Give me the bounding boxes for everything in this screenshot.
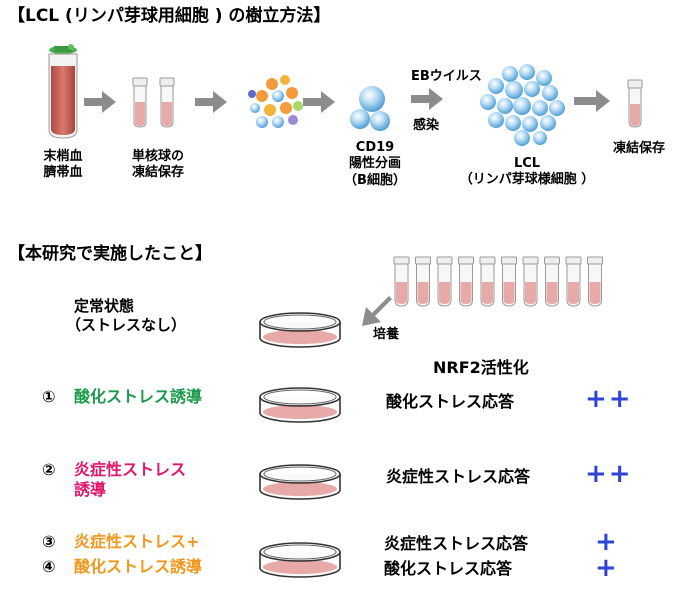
sample-vial-icon [393,256,410,307]
condition-label-1: 酸化ストレス誘導 [74,387,203,406]
response-label-3: 炎症性ストレス応答 [384,534,529,553]
virus-label: EBウイルス [411,69,482,84]
pipeline-arrow-3 [303,91,335,113]
sample-vial-icon [501,256,517,307]
nrf2-score-1: ++ [585,384,633,414]
condition-number-4: ④ [42,557,56,576]
condition-label-2: 炎症性ストレス誘導 [74,460,187,499]
steady-state-label: 定常状態 （ストレスなし） [66,297,187,334]
pipeline-arrow-2 [195,91,227,113]
petri-dish-icon [259,312,341,348]
pipeline-arrow-1 [84,91,116,113]
nrf2-score-2: ++ [585,459,633,489]
condition-number-3: ③ [42,532,56,551]
mixed-cells-icon [248,75,303,128]
sample-vial-icon [522,256,539,307]
petri-dish-icon [259,542,341,578]
response-label-4: 酸化ストレス応答 [384,559,513,578]
nrf2-score-3: + [595,527,619,557]
petri-dish-icon [259,387,341,423]
sample-vial-icon [479,256,496,307]
sample-vial-icon [587,256,603,307]
condition-number-1: ① [42,387,56,406]
response-label-2: 炎症性ストレス応答 [386,467,531,486]
vial-row-icon [393,256,603,307]
pipeline-arrow-4 [411,88,443,110]
pbmc-label: 単核球の凍結保存 [131,149,184,181]
condition-label-3: 炎症性ストレス+ [74,532,200,551]
culture-arrow [362,296,392,326]
nrf2-score-4: + [595,553,619,583]
lcl-label: LCL（リンパ芽球様細胞 ） [459,156,595,188]
sample-vial-icon [436,256,453,307]
sample-vial-icon [544,256,560,307]
sample-vial-icon [458,256,474,307]
pipeline-arrow-5 [574,90,610,112]
sample-vial-icon [565,256,582,307]
cryovials-icon [132,77,175,128]
petri-dish-icon [259,464,341,500]
storage-label: 凍結保存 [612,141,665,156]
blood-tube-icon [48,44,78,139]
condition-label-4: 酸化ストレス誘導 [74,557,203,576]
source-label: 末梢血臍帯血 [43,149,83,181]
response-label-1: 酸化ストレス応答 [386,392,515,411]
sample-vial-icon [415,256,431,307]
infection-label: 感染 [413,118,440,133]
culture-label: 培養 [373,327,400,342]
condition-number-2: ② [42,460,56,479]
nrf2-header: NRF2活性化 [433,358,529,377]
storage-vial-icon [627,79,643,128]
b-cells-icon [350,86,390,131]
study-heading: 【本研究で実施したこと】 [8,244,212,264]
lcl-cluster-icon [480,64,565,146]
page-title: 【LCL (リンパ芽球用細胞 ) の樹立方法】 [8,6,331,26]
